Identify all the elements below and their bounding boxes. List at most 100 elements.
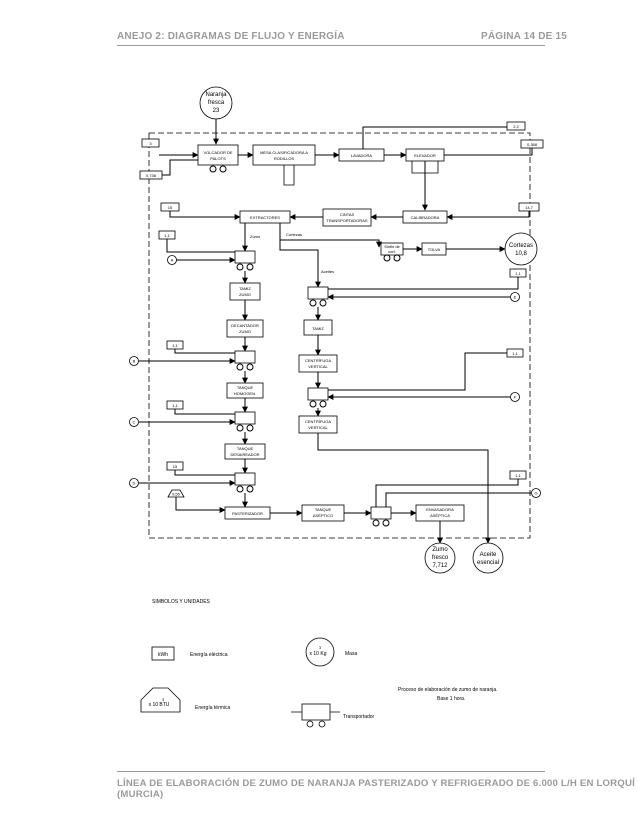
legend-title: SIMBOLOS Y UNIDADES [152, 599, 211, 605]
header-title: ANEJO 2: DIAGRAMAS DE FLUJO Y ENERGÍA [117, 31, 345, 42]
stream-cortezas: Cortezas [286, 232, 302, 237]
svg-text:TAMIZ: TAMIZ [312, 326, 324, 331]
svg-text:CALIBRADORA: CALIBRADORA [411, 215, 440, 220]
output-aceite-esencial: Aceite esencial [472, 542, 504, 574]
equipment-sinfin: Sinfin de cort. [380, 242, 404, 262]
svg-text:2,2: 2,2 [513, 124, 519, 129]
equipment-volcador: VOLCADOR DE PALOTS [197, 144, 239, 173]
legend-conveyor-label: Transportador [343, 714, 375, 720]
energy-e10: 1,1 [509, 268, 527, 278]
output-cortezas: Cortezas 10,8 [504, 232, 538, 266]
svg-text:HOMOGEN.: HOMOGEN. [234, 391, 256, 396]
svg-text:ENVASADORA: ENVASADORA [426, 507, 454, 512]
svg-text:x 10 Kg: x 10 Kg [310, 651, 327, 657]
svg-text:1,1: 1,1 [515, 473, 521, 478]
svg-text:VERTICAL: VERTICAL [308, 425, 328, 430]
svg-text:0,55: 0,55 [172, 492, 181, 497]
svg-text:TAMIZ: TAMIZ [239, 286, 251, 291]
equipment-tanque-desaireador: TANQUE DESAIREADOR [224, 443, 266, 460]
energy-e12: 15 [166, 461, 184, 471]
connector-d-1: D [129, 478, 139, 488]
pump-6 [307, 286, 329, 307]
footer-rule [117, 771, 545, 772]
equipment-decantador: DECANTADOR ZUMO [226, 319, 264, 338]
svg-text:E: E [514, 295, 517, 300]
svg-text:F: F [514, 395, 517, 400]
input-mass-naranja: Naranja fresca 23 [199, 86, 233, 120]
legend-kwh-symbol: kWh [151, 646, 175, 661]
svg-text:ELEVADOR: ELEVADOR [414, 153, 436, 158]
svg-text:EXTRACTORES: EXTRACTORES [250, 215, 280, 220]
pump-1 [234, 250, 256, 271]
connector-c-1: C [129, 417, 139, 427]
svg-text:PALOTS: PALOTS [210, 156, 226, 161]
svg-text:Cortezas: Cortezas [509, 243, 533, 249]
svg-text:fresca: fresca [208, 100, 225, 106]
equipment-envasadora: ENVASADORA ASÉPTICA [415, 504, 465, 522]
legend-note-2: Base 1 hora. [437, 696, 465, 702]
legend-conveyor-symbol [291, 703, 340, 728]
svg-text:0,736: 0,736 [146, 173, 157, 178]
pump-7 [307, 387, 329, 408]
header-page-number: PÁGINA 14 DE 15 [481, 31, 567, 42]
svg-text:VOLCADOR DE: VOLCADOR DE [203, 150, 232, 155]
pump-4 [234, 472, 256, 493]
svg-text:VERTICAL: VERTICAL [308, 364, 328, 369]
equipment-extractores: EXTRACTORES [239, 210, 291, 224]
svg-text:3: 3 [319, 645, 322, 650]
svg-text:15: 15 [173, 464, 178, 469]
legend-mass-symbol: x 10 Kg 3 [305, 637, 335, 667]
equipment-centrifuga-2: CENTRÍFUGA VERTICAL [298, 415, 338, 434]
energy-e2: 0,736 [139, 170, 163, 180]
svg-text:TANQUE: TANQUE [237, 385, 254, 390]
svg-text:DESAIREADOR: DESAIREADOR [230, 452, 259, 457]
equipment-tamiz: TAMIZ [303, 319, 333, 336]
connector-a-1: A [167, 255, 177, 265]
pump-2 [234, 350, 256, 371]
svg-text:esencial: esencial [477, 560, 499, 566]
footer-title: LÍNEA DE ELABORACIÓN DE ZUMO DE NARANJA … [117, 778, 635, 800]
svg-text:RODILLOS: RODILLOS [274, 156, 295, 161]
connector-b-1: B [129, 356, 139, 366]
svg-text:PASTERIZADOR: PASTERIZADOR [232, 511, 263, 516]
svg-text:TANQUE: TANQUE [237, 446, 254, 451]
svg-text:TOLVA: TOLVA [428, 247, 441, 252]
svg-text:0,368: 0,368 [527, 142, 538, 147]
legend-btu-label: Energía térmica [195, 705, 231, 711]
equipment-tanque-aseptico: TANQUE ASÉPTICO [301, 504, 345, 522]
svg-text:1,1: 1,1 [512, 351, 518, 356]
svg-text:ASÉPTICO: ASÉPTICO [313, 513, 333, 518]
svg-text:10,8: 10,8 [515, 251, 527, 257]
svg-text:Aceite: Aceite [480, 552, 497, 558]
legend-mass-label: Masa [345, 651, 357, 657]
svg-text:7,712: 7,712 [432, 563, 448, 569]
svg-text:cort.: cort. [388, 249, 396, 254]
energy-boundary [148, 132, 531, 539]
svg-text:CENTRÍFUGA: CENTRÍFUGA [305, 358, 331, 363]
svg-text:CINTAS: CINTAS [340, 212, 355, 217]
svg-text:ASÉPTICA: ASÉPTICA [430, 513, 450, 518]
equipment-elevador: ELEVADOR [405, 148, 445, 162]
energy-e4: 0,368 [520, 139, 544, 149]
svg-text:ZUMO: ZUMO [239, 292, 251, 297]
legend-btu-symbol: x 10 BTU 3 [140, 687, 181, 713]
energy-e6: 14,7 [518, 202, 540, 212]
energy-e9: 1,1 [166, 400, 184, 410]
svg-text:Sinfin de: Sinfin de [384, 244, 400, 249]
svg-text:TANQUE: TANQUE [315, 507, 332, 512]
legend-note-1: Proceso de elaboración de zumo de naranj… [398, 687, 498, 693]
pump-5 [370, 506, 392, 527]
equipment-tamiz-zumo: TAMIZ ZUMO [229, 282, 261, 301]
svg-text:ZUMO: ZUMO [239, 329, 251, 334]
connector-f-1: F [510, 392, 520, 402]
svg-text:DECANTADOR: DECANTADOR [231, 323, 259, 328]
svg-text:Zumo: Zumo [432, 547, 448, 553]
svg-text:1,1: 1,1 [172, 343, 178, 348]
connector-e-1: E [510, 292, 520, 302]
svg-text:1,1: 1,1 [164, 233, 170, 238]
connector-g-1: G [531, 488, 541, 498]
equipment-tolva: TOLVA [421, 242, 447, 256]
svg-text:Naranja: Naranja [205, 92, 227, 98]
